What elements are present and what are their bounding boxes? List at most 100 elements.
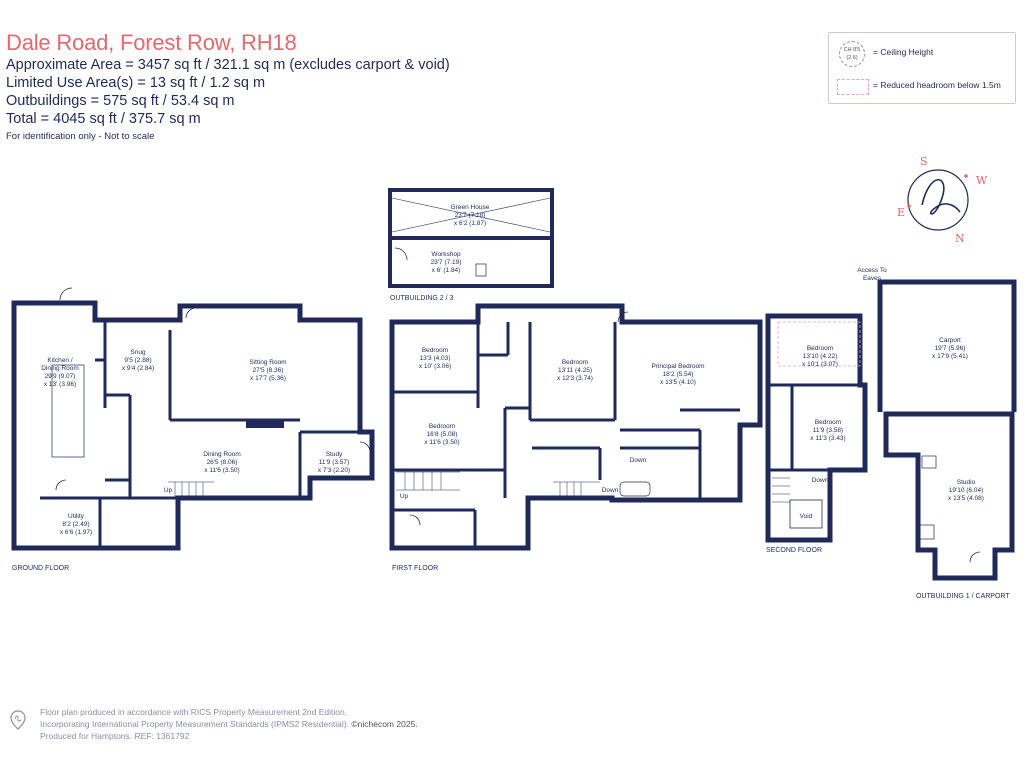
compass-east: E [897,206,905,219]
compass-logo-icon [921,179,961,215]
studio-square [919,524,935,540]
studio-outline [883,411,1015,581]
first-floor-label: FIRST FLOOR [392,565,438,572]
outbuilding-23-label: OUTBUILDING 2 / 3 [390,295,454,302]
down-label-second: Down [812,477,829,484]
property-title: Dale Road, Forest Row, RH18 [6,30,297,55]
bed3-dim-2: x 12'3 (3.74) [557,375,593,382]
principal-label: Principal Bedroom [651,363,704,370]
ground-floor-outline [11,300,375,551]
ceiling-height-symbol: CH 8'5 (2.6) [839,41,865,67]
studio-dim-1: 19'10 (6.04) [949,487,984,494]
access-label-2: Eaves [863,275,882,282]
outbuilding-23-outline [388,188,554,288]
kitchen-island [51,364,85,458]
void-box [789,499,823,529]
study-dim-1: 11'9 (3.57) [319,459,349,466]
bed2-dim-1: 16'8 (5.08) [427,431,458,438]
access-label-1: Access To [857,267,887,274]
bed5-dim-2: x 11'3 (3.43) [810,435,845,442]
bed3-label: Bedroom [562,359,588,366]
study-label: Study [326,451,343,458]
door-swings [55,247,981,563]
down-label-first: Down [602,487,619,494]
location-pin-icon [10,710,26,730]
compass-west: W [976,174,988,187]
staircases [168,471,790,503]
scale-note: For identification only - Not to scale [6,131,155,142]
compass-dot [907,204,911,208]
sitting-dim-2: x 17'7 (5.36) [250,375,286,382]
compass-north: N [955,232,965,245]
bed3-dim-1: 13'11 (4.25) [558,367,592,374]
kitchen-label-2: Dining Room [41,365,79,372]
fireplace [246,420,284,428]
bed1-dim-1: 13'3 (4.03) [420,355,451,362]
room-labels: Kitchen / Dining Room 29'9 (9.07) x 13' … [41,204,984,536]
legend-box: CH 8'5 (2.6) = Ceiling Height = Reduced … [828,32,1016,104]
study-dim-2: x 7'3 (2.20) [318,467,350,474]
footer-line-3: Produced for Hamptons. REF: 1361792 [40,731,190,741]
greenhouse-glazing [391,197,551,233]
footer-line-1: Floor plan produced in accordance with R… [40,707,348,717]
bed2-dim-2: x 11'6 (3.50) [424,439,459,446]
ceiling-height-label: = Ceiling Height [873,47,934,57]
workshop-label: Workshop [431,251,461,258]
workshop-dim-2: x 6' (1.84) [432,267,461,274]
bed1-label: Bedroom [422,347,448,354]
bed1-dim-2: x 10' (3.06) [419,363,451,370]
approximate-area: Approximate Area = 3457 sq ft / 321.1 sq… [6,57,450,73]
kitchen-dim-1: 29'9 (9.07) [45,373,76,380]
bed4-dim-2: x 10'1 (3.07) [802,361,838,368]
compass-dot [964,174,968,178]
footer: Floor plan produced in accordance with R… [40,706,418,742]
utility-dim-2: x 6'6 (1.97) [60,529,92,536]
limited-use-area: Limited Use Area(s) = 13 sq ft / 1.2 sq … [6,75,266,91]
kitchen-label-1: Kitchen / [47,357,72,364]
outbuilding-1-label: OUTBUILDING 1 / CARPORT [916,593,1010,600]
dining-dim-1: 26'5 (8.06) [207,459,238,466]
second-floor-walls [768,383,860,472]
compass-circle [907,169,969,231]
first-floor-outline [389,303,763,551]
bath-icon [619,481,651,497]
nichecom-brand: ©nichecom 2025. [351,719,418,729]
principal-dim-2: x 13'5 (4.10) [660,379,696,386]
workshop-dim-1: 23'7 (7.19) [431,259,462,266]
carport-dim-1: 19'7 (5.96) [935,345,966,352]
floor-labels: GROUND FLOOR FIRST FLOOR SECOND FLOOR OU… [12,295,1010,600]
greenhouse-dim-2: x 6'2 (1.87) [454,220,486,227]
reduced-headroom-label: = Reduced headroom below 1.5m [873,80,1001,90]
void-label: Void [800,513,813,520]
compass-south: S [920,155,928,168]
bed5-label: Bedroom [815,419,841,426]
up-label-first: Up [400,493,409,500]
bed5-dim-1: 11'9 (3.58) [813,427,843,434]
reduced-headroom-symbol [837,79,869,95]
up-label-ground: Up [164,487,173,494]
bed4-dim-1: 13'10 (4.22) [803,353,838,360]
reduced-headroom-area [777,321,861,367]
greenhouse-dim-1: 23'7 (7.18) [455,212,486,219]
snug-label: Snug [130,349,146,356]
bed4-label: Bedroom [807,345,833,352]
second-floor-label: SECOND FLOOR [766,547,822,554]
carport-dim-2: x 17'9 (5.41) [932,353,968,360]
second-floor-outline [765,313,868,543]
dining-dim-2: x 11'6 (3.50) [204,467,239,474]
greenhouse-label: Green House [451,204,490,211]
workshop-square [475,263,487,277]
ground-floor-label: GROUND FLOOR [12,565,69,572]
snug-dim-1: 9'5 (2.88) [124,357,151,364]
bed2-label: Bedroom [429,423,455,430]
studio-square [921,455,937,469]
header: Dale Road, Forest Row, RH18 Approximate … [6,30,450,142]
compass: S W E N [897,155,988,245]
sitting-label: Sitting Room [249,359,286,366]
footer-line-2: Incorporating International Property Mea… [40,719,349,729]
down-label-bath: Down [630,457,647,464]
studio-label: Studio [957,479,976,486]
snug-dim-2: x 9'4 (2.84) [122,365,154,372]
utility-label: Utility [68,513,85,520]
